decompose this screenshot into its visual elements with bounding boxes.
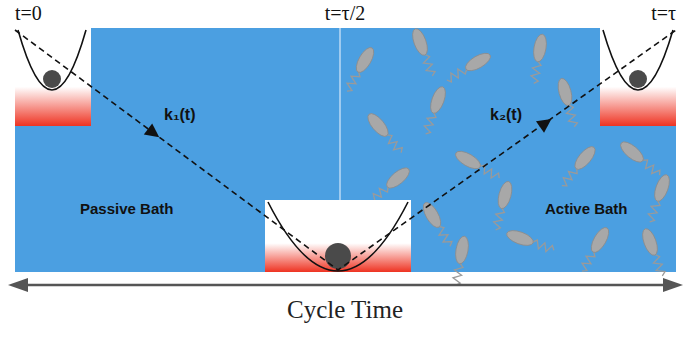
- trap-inset-middle: [265, 200, 411, 272]
- trap-inset-end: [600, 28, 676, 126]
- bath-label: Passive Bath: [80, 200, 173, 217]
- time-label: t=0: [15, 2, 42, 25]
- half-divider: [339, 28, 340, 200]
- bath-ground: [15, 28, 676, 272]
- time-arrow: [8, 278, 683, 292]
- stiffness-protocol: [15, 30, 676, 270]
- axis-label: Cycle Time: [287, 296, 403, 325]
- time-label: t=τ/2: [325, 2, 365, 25]
- stiffness-label: k₂(t): [490, 106, 522, 124]
- trap-inset-start: [15, 28, 91, 126]
- stiffness-label: k₁(t): [164, 106, 196, 124]
- bath-label: Active Bath: [545, 200, 628, 217]
- time-label: t=τ: [651, 2, 676, 25]
